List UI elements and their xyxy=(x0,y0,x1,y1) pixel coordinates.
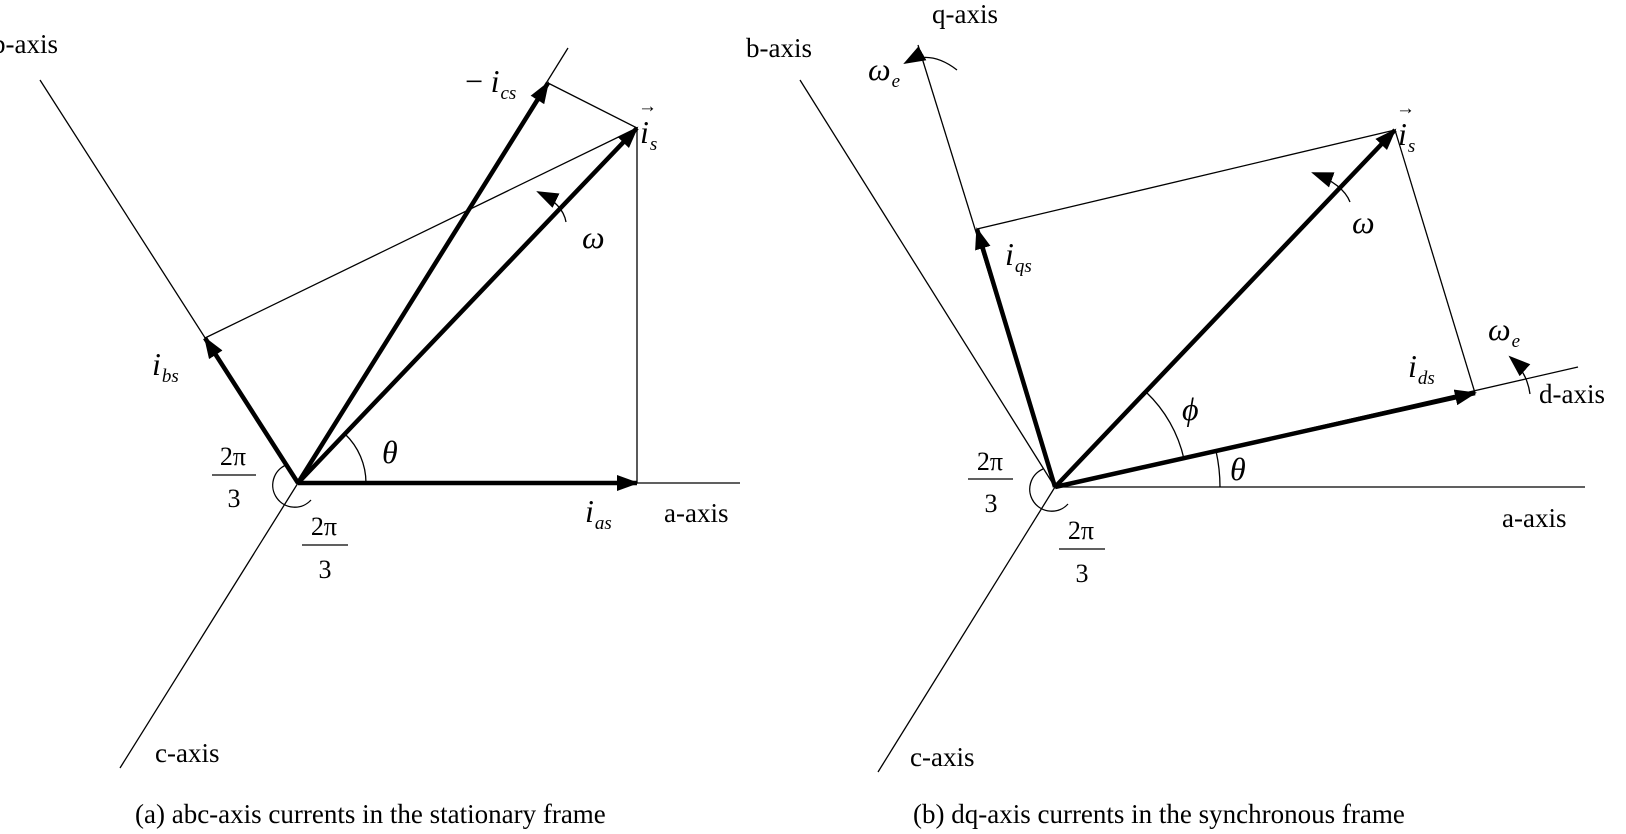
ibs-label: ibs xyxy=(152,346,179,387)
projection-line xyxy=(1394,129,1476,394)
panel-a-caption: (a) abc-axis currents in the stationary … xyxy=(135,799,606,829)
panel-a-stationary-frame: b-axis a-axis c-axis −ics → is ω ibs θ i… xyxy=(0,29,740,829)
is-main: i xyxy=(640,114,649,150)
omega-e-d-sub: e xyxy=(1512,331,1520,352)
fraction-denominator: 3 xyxy=(985,489,998,518)
neg-ics-main: i xyxy=(491,63,500,99)
fraction-denominator: 3 xyxy=(319,555,332,584)
neg-ics-label: −ics xyxy=(463,63,516,104)
ias-label: ias xyxy=(585,493,612,534)
phi-arc xyxy=(1145,391,1185,460)
is-label: is xyxy=(640,114,657,155)
ids-sub: ds xyxy=(1418,368,1435,389)
is-sub: s xyxy=(1408,136,1415,157)
two-pi-over-3-left-fraction: 2π 3 xyxy=(968,447,1013,518)
is-arrow-mark: → xyxy=(638,96,657,117)
ids-vector xyxy=(1054,389,1477,490)
ias-sub: as xyxy=(595,513,612,534)
fraction-numerator: 2π xyxy=(977,447,1003,476)
theta-arc xyxy=(344,433,367,484)
ibs-sub: bs xyxy=(162,366,179,387)
ibs-vector xyxy=(203,336,300,485)
fraction-numerator: 2π xyxy=(1068,516,1094,545)
is-main: i xyxy=(1398,116,1407,152)
c-axis-line xyxy=(119,482,299,769)
panel-b-caption: (b) dq-axis currents in the synchronous … xyxy=(913,799,1405,829)
omega-e-q-sub: e xyxy=(892,71,900,92)
theta-label: θ xyxy=(382,434,398,470)
projection-line xyxy=(547,82,638,129)
neg-ics-vector xyxy=(296,81,550,485)
neg-ics-sub: cs xyxy=(500,83,516,104)
projection-line xyxy=(976,129,1396,230)
omega-e-q-rotation-arrow xyxy=(903,46,958,71)
two-pi-over-3-bottom-fraction: 2π 3 xyxy=(302,512,348,584)
omega-rotation-arrow xyxy=(536,191,567,223)
theta-arc xyxy=(1215,450,1221,488)
is-vector xyxy=(296,126,639,485)
two-pi-over-3-left-fraction: 2π 3 xyxy=(212,442,256,513)
is-label: is xyxy=(1398,116,1415,157)
omega-e-d-label: ωe xyxy=(1488,311,1520,352)
ids-main: i xyxy=(1408,348,1417,384)
c-axis-label: c-axis xyxy=(910,742,974,772)
is-arrow-mark: → xyxy=(1396,98,1415,119)
b-axis-label: b-axis xyxy=(746,33,812,63)
two-pi-over-3-arc xyxy=(1029,468,1069,512)
ias-main: i xyxy=(585,493,594,529)
b-axis-line xyxy=(799,79,1056,488)
iqs-label: iqs xyxy=(1005,236,1032,277)
c-axis-line xyxy=(877,486,1056,773)
phi-label: ϕ xyxy=(1182,391,1199,427)
omega-e-q-main: ω xyxy=(868,51,891,87)
a-axis-label: a-axis xyxy=(1502,503,1566,533)
projection-line xyxy=(204,127,638,339)
omega-rotation-arrow xyxy=(1311,172,1351,203)
c-axis-label: c-axis xyxy=(155,738,219,768)
iqs-sub: qs xyxy=(1015,256,1032,277)
b-axis-label: b-axis xyxy=(0,29,58,59)
two-pi-over-3-arc xyxy=(272,464,312,508)
omega-label: ω xyxy=(582,219,605,255)
q-axis-label: q-axis xyxy=(932,0,998,29)
is-sub: s xyxy=(650,134,657,155)
is-vector xyxy=(1053,128,1397,489)
omega-e-q-label: ωe xyxy=(868,51,900,92)
neg-ics-prefix: − xyxy=(463,63,485,99)
theta-label: θ xyxy=(1230,451,1246,487)
fraction-denominator: 3 xyxy=(228,484,241,513)
omega-e-d-main: ω xyxy=(1488,311,1511,347)
iqs-vector xyxy=(974,227,1058,488)
fraction-numerator: 2π xyxy=(220,442,246,471)
a-axis-label: a-axis xyxy=(664,498,728,528)
two-pi-over-3-bottom-fraction: 2π 3 xyxy=(1059,516,1105,588)
omega-label: ω xyxy=(1352,204,1375,240)
iqs-main: i xyxy=(1005,236,1014,272)
ibs-main: i xyxy=(152,346,161,382)
panel-b-synchronous-frame: q-axis b-axis d-axis a-axis c-axis ωe → … xyxy=(746,0,1605,829)
ids-label: ids xyxy=(1408,348,1435,389)
omega-e-d-rotation-arrow xyxy=(1508,355,1531,395)
fraction-numerator: 2π xyxy=(311,512,337,541)
d-axis-label: d-axis xyxy=(1539,379,1605,409)
fraction-denominator: 3 xyxy=(1076,559,1089,588)
